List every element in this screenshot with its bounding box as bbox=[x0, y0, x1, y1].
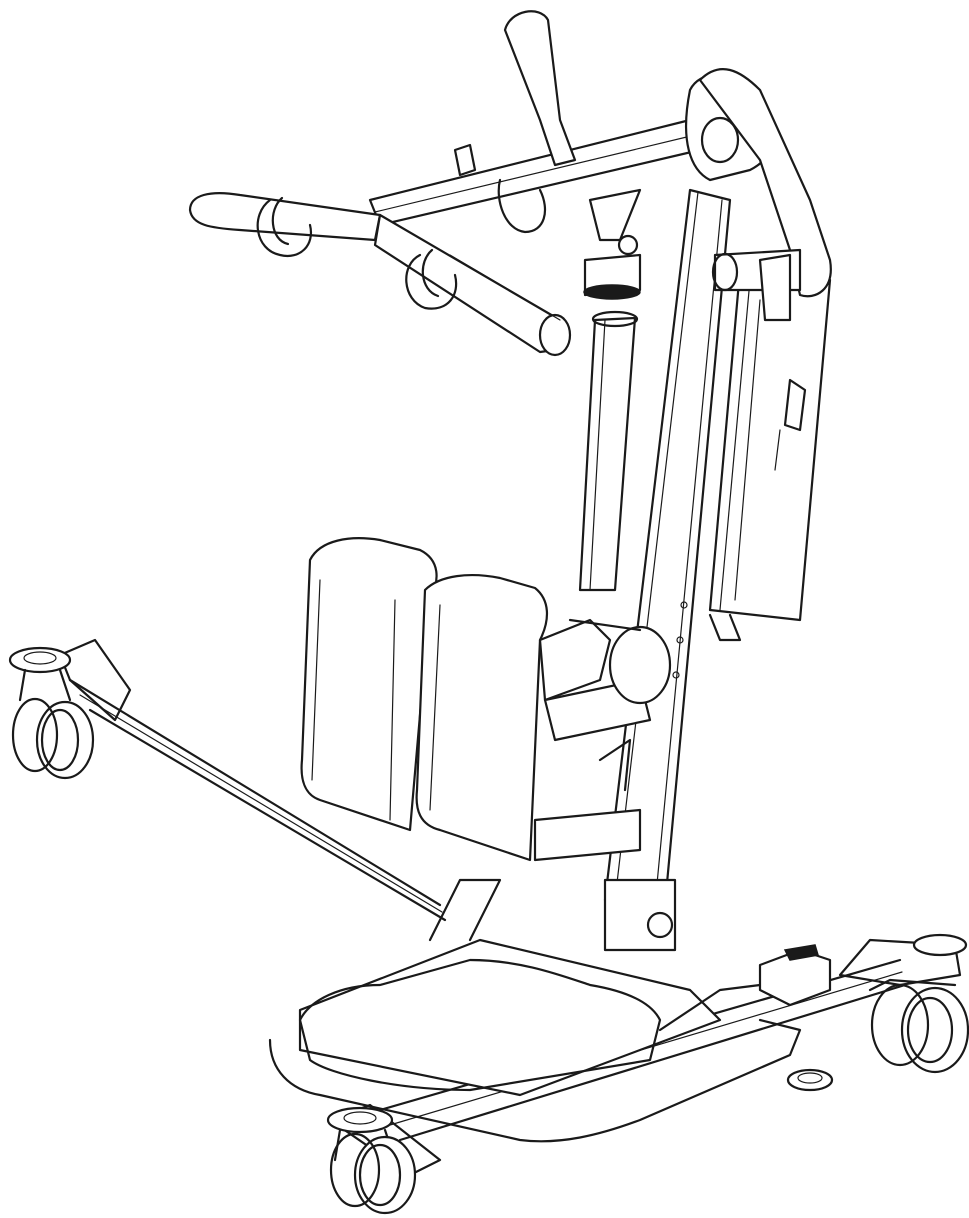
height-knob bbox=[583, 234, 642, 300]
rear-right-caster bbox=[786, 1068, 834, 1092]
handle-bar bbox=[188, 10, 832, 357]
front-left-caster bbox=[326, 1106, 417, 1215]
seat-arm bbox=[533, 618, 672, 862]
knee-pad bbox=[300, 537, 612, 862]
front-right-caster bbox=[868, 933, 969, 1074]
footplate bbox=[268, 878, 802, 1143]
mast bbox=[603, 188, 732, 952]
control-box bbox=[708, 268, 832, 642]
rear-left-caster bbox=[8, 646, 95, 780]
sling-hooks bbox=[256, 143, 547, 310]
actuator bbox=[578, 310, 639, 592]
leg-spread-pedal bbox=[758, 944, 832, 1007]
